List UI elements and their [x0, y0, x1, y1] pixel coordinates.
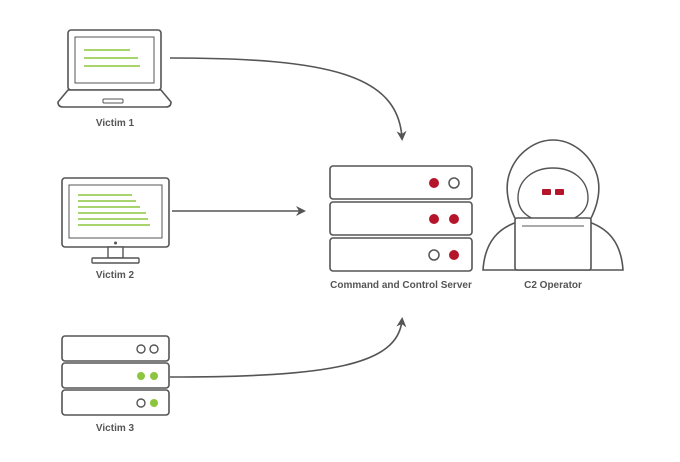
monitor-icon	[61, 177, 170, 264]
victim3-label: Victim 3	[95, 423, 135, 434]
c2-operator-label: C2 Operator	[524, 280, 582, 291]
edge-victim1-to-server	[169, 57, 407, 141]
server-rack-icon	[61, 335, 170, 416]
victim1-label: Victim 1	[95, 118, 135, 129]
edge-victim3-to-server	[169, 317, 407, 378]
hooded-hacker-icon	[482, 139, 624, 271]
victim2-label: Victim 2	[95, 270, 135, 281]
laptop-icon	[57, 29, 172, 108]
c2-server-label: Command and Control Server	[330, 280, 472, 291]
c2-server-icon	[329, 165, 473, 272]
